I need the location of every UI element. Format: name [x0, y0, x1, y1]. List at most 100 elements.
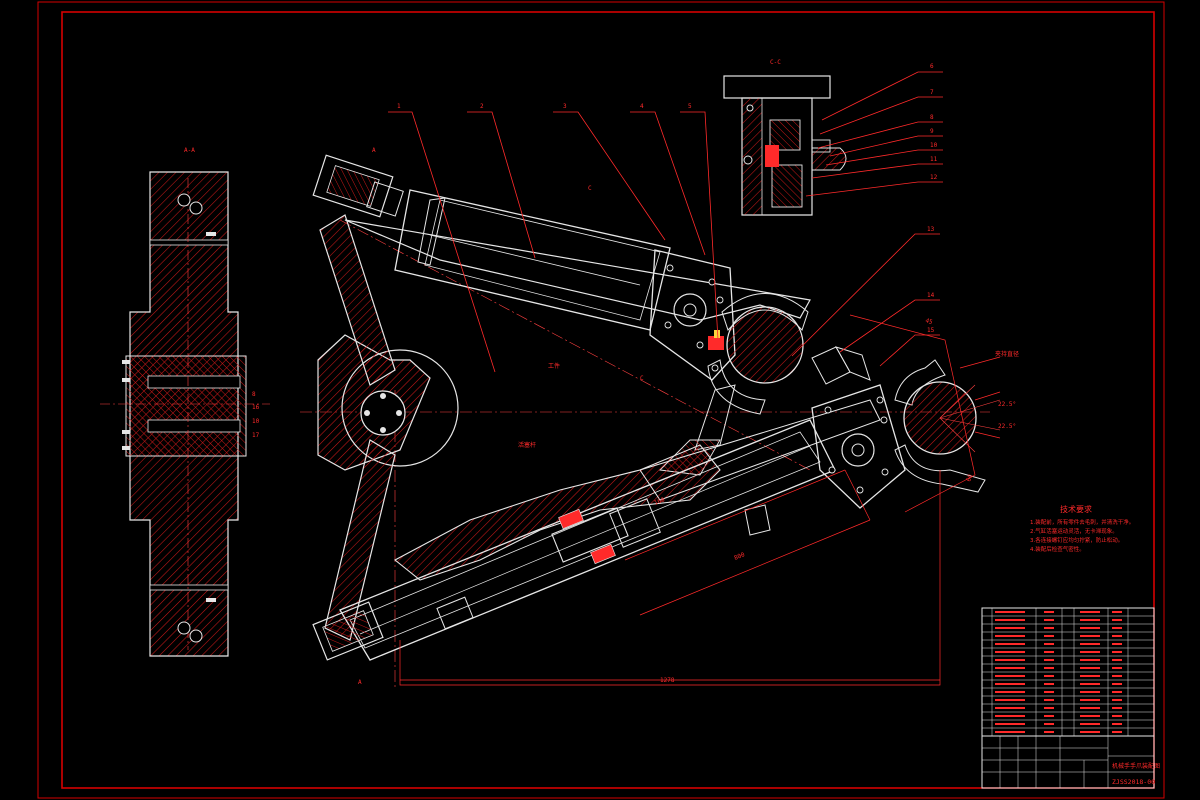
callout-work: 工件	[548, 362, 560, 370]
parts-list-cell-mark	[1044, 659, 1054, 661]
dim-angle-upper: 22.5°	[998, 401, 1016, 408]
parts-list-cell-mark	[1080, 643, 1100, 645]
parts-list-cell-mark	[995, 691, 1025, 693]
tech-req-heading: 技术要求	[1060, 504, 1092, 514]
parts-list-cell-mark	[1112, 683, 1122, 685]
parts-list-cell-mark	[1044, 675, 1054, 677]
balloon-6: 6	[930, 63, 934, 70]
section-arrow-a-top: A	[372, 147, 376, 154]
parts-list-cell-mark	[1112, 731, 1122, 733]
balloon-9: 9	[930, 128, 934, 135]
parts-list-cell-mark	[995, 635, 1025, 637]
tech-req-item: 4.装配后检查气密性。	[1030, 545, 1085, 553]
balloon-11: 11	[930, 156, 938, 163]
parts-list-cell-mark	[1044, 611, 1054, 613]
dim-stroke: 160	[653, 496, 666, 507]
parts-list-cell-mark	[1112, 699, 1122, 701]
parts-list-cell-mark	[1112, 667, 1122, 669]
main-view	[300, 154, 1001, 690]
title-block: 机械手手爪装配图 ZJSS2018-00	[981, 735, 1160, 789]
dim-arm-length: 800	[733, 551, 746, 562]
parts-list-cell-mark	[1080, 707, 1100, 709]
parts-list-cell-mark	[1080, 667, 1100, 669]
parts-list-cell-mark	[1044, 627, 1054, 629]
dim-angle-lower: 22.5°	[998, 423, 1016, 430]
dim-jaw-dia: 60	[965, 473, 974, 483]
parts-list-cell-mark	[1112, 707, 1122, 709]
parts-list	[981, 607, 1155, 737]
parts-list-cell-mark	[1112, 715, 1122, 717]
parts-list-cell-mark	[1044, 683, 1054, 685]
parts-list-cell-mark	[1080, 691, 1100, 693]
balloon-aa-17: 17	[252, 432, 260, 439]
parts-list-cell-mark	[1112, 627, 1122, 629]
parts-list-cell-mark	[995, 643, 1025, 645]
parts-list-cell-mark	[1080, 619, 1100, 621]
parts-list-cell-mark	[1112, 619, 1122, 621]
balloon-3: 3	[563, 103, 567, 110]
balloon-13: 13	[927, 226, 935, 233]
tech-req-item: 1.装配前，所有零件去毛刺，并清洗干净。	[1030, 518, 1134, 526]
parts-list-cell-mark	[995, 611, 1025, 613]
parts-list-cell-mark	[1112, 611, 1122, 613]
parts-list-cell-mark	[1044, 715, 1054, 717]
parts-list-cell-mark	[1112, 675, 1122, 677]
parts-list-cell-mark	[1112, 691, 1122, 693]
parts-list-cell-mark	[1044, 691, 1054, 693]
balloon-7: 7	[930, 89, 934, 96]
parts-list-cell-mark	[1044, 619, 1054, 621]
balloon-12: 12	[930, 174, 938, 181]
parts-list-cell-mark	[1044, 731, 1054, 733]
callout-jaw: 夹持直径	[995, 350, 1019, 358]
parts-list-cell-mark	[1112, 643, 1122, 645]
balloon-4: 4	[640, 103, 644, 110]
balloon-8: 8	[930, 114, 934, 121]
parts-list-cell-mark	[1080, 731, 1100, 733]
section-arrow-c-top: C	[588, 185, 592, 192]
drawing-number: ZJSS2018-00	[1112, 778, 1155, 786]
parts-list-cell-mark	[1044, 635, 1054, 637]
balloon-15: 15	[927, 327, 935, 334]
parts-list-cell-mark	[1044, 651, 1054, 653]
dim-overall-width: 1278	[660, 677, 675, 684]
dimension-texts: 1278 800 160 45 22.5° 22.5° 60 工件 活塞杆 夹持…	[518, 317, 1019, 684]
balloon-aa-16: 16	[252, 404, 260, 411]
parts-list-cell-mark	[995, 707, 1025, 709]
parts-list-cell-mark	[995, 675, 1025, 677]
parts-list-cell-mark	[995, 683, 1025, 685]
parts-list-cell-mark	[1112, 651, 1122, 653]
technical-requirements: 技术要求 1.装配前，所有零件去毛刺，并清洗干净。 2.气缸活塞运动灵活，无卡滞…	[1030, 504, 1134, 553]
balloon-5: 5	[688, 103, 692, 110]
parts-list-cell-mark	[1080, 611, 1100, 613]
balloon-aa-8: 8	[252, 391, 256, 398]
parts-list-cell-mark	[995, 659, 1025, 661]
dim-jaw-gap: 45	[924, 317, 933, 326]
parts-list-cell-mark	[995, 619, 1025, 621]
parts-list-cell-mark	[995, 627, 1025, 629]
parts-list-cell-mark	[1080, 635, 1100, 637]
callout-piston: 活塞杆	[518, 441, 536, 449]
tech-req-item: 2.气缸活塞运动灵活，无卡滞现象。	[1030, 527, 1118, 535]
parts-list-cell-mark	[1080, 683, 1100, 685]
parts-list-cell-mark	[995, 723, 1025, 725]
balloon-aa-10: 10	[252, 418, 260, 425]
leader-lines	[388, 71, 943, 373]
parts-list-cell-mark	[1080, 659, 1100, 661]
parts-list-cell-mark	[1080, 715, 1100, 717]
tech-req-item: 3.各连接螺钉应均匀拧紧，防止松动。	[1030, 536, 1123, 544]
parts-list-cell-mark	[1044, 699, 1054, 701]
parts-list-cell-mark	[1044, 643, 1054, 645]
parts-list-cell-mark	[995, 667, 1025, 669]
balloon-10: 10	[930, 142, 938, 149]
section-arrow-a-bottom: A	[358, 679, 362, 686]
section-view-a-a: A-A 8 16 10 17	[100, 147, 270, 657]
parts-list-cell-mark	[995, 715, 1025, 717]
balloon-1: 1	[397, 103, 401, 110]
parts-list-cell-mark	[995, 651, 1025, 653]
dimensions	[399, 314, 1001, 686]
parts-list-cell-mark	[1080, 627, 1100, 629]
drawing-title: 机械手手爪装配图	[1112, 762, 1160, 770]
balloon-14: 14	[927, 292, 935, 299]
drawing-frame	[37, 1, 1165, 799]
